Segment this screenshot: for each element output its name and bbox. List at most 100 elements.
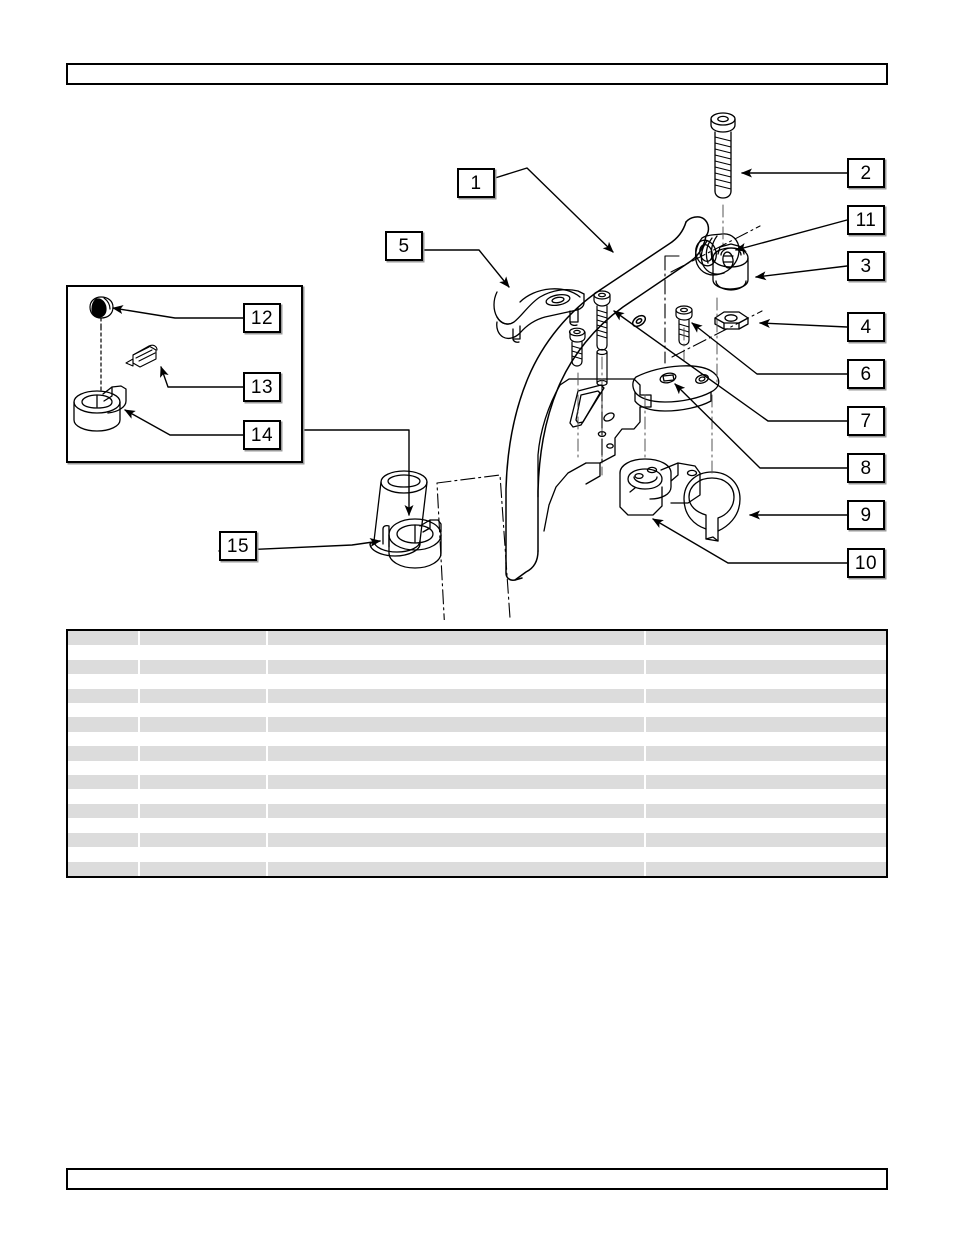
table-cell-item: [68, 688, 140, 704]
table-cell-qty: [140, 674, 268, 689]
table-cell-note: [646, 659, 886, 675]
table-cell-qty: [140, 688, 268, 704]
callout-box-5[interactable]: 5: [385, 231, 423, 261]
pivot-link-plate-part: [632, 365, 720, 412]
callout-box-2[interactable]: 2: [847, 158, 885, 188]
callout-box-4[interactable]: 4: [847, 312, 885, 342]
table-cell-item: [68, 631, 140, 646]
table-cell-note: [646, 717, 886, 732]
table-cell-item: [68, 703, 140, 718]
receiver-socket-bracket-part: [712, 243, 749, 291]
table-row: [68, 659, 886, 675]
detail-set-screw-part: [125, 344, 158, 368]
table-cell-description: [268, 631, 646, 646]
table-row: [68, 847, 886, 862]
table-cell-note: [646, 746, 886, 761]
table-cell-description: [268, 688, 646, 704]
table-cell-note: [646, 760, 886, 776]
table-cell-note: [646, 803, 886, 819]
table-cell-description: [268, 847, 646, 862]
table-cell-qty: [140, 861, 268, 876]
table-cell-item: [68, 760, 140, 776]
detail-inset-frame: [66, 285, 303, 463]
push-handle-tube-part: [505, 216, 710, 581]
table-cell-qty: [140, 731, 268, 747]
table-cell-item: [68, 659, 140, 675]
clamp-half-saddle-part: [683, 471, 741, 542]
callout-box-7[interactable]: 7: [847, 406, 885, 436]
table-cell-note: [646, 688, 886, 704]
table-cell-item: [68, 717, 140, 732]
table-cell-description: [268, 703, 646, 718]
table-row: [68, 760, 886, 776]
table-cell-note: [646, 775, 886, 790]
table-cell-description: [268, 861, 646, 876]
table-cell-note: [646, 703, 886, 718]
table-cell-description: [268, 789, 646, 804]
ribbed-end-cap-grommet-part: [695, 233, 740, 276]
footer-bar: [66, 1168, 888, 1190]
table-cell-qty: [140, 847, 268, 862]
table-cell-description: [268, 775, 646, 790]
callout-box-14[interactable]: 14: [243, 420, 281, 450]
table-cell-item: [68, 861, 140, 876]
alignment-center-lines: [577, 204, 724, 476]
table-cell-qty: [140, 703, 268, 718]
table-cell-description: [268, 803, 646, 819]
table-cell-qty: [140, 789, 268, 804]
table-row: [68, 746, 886, 761]
table-cell-qty: [140, 803, 268, 819]
table-cell-item: [68, 832, 140, 848]
table-row: [68, 674, 886, 689]
table-cell-note: [646, 861, 886, 876]
table-row: [68, 645, 886, 660]
table-row: [68, 631, 886, 646]
parts-table-grid: [68, 631, 886, 876]
table-cell-description: [268, 659, 646, 675]
table-row: [68, 789, 886, 804]
callout-box-1[interactable]: 1: [457, 168, 495, 198]
table-cell-item: [68, 803, 140, 819]
table-cell-note: [646, 645, 886, 660]
table-cell-description: [268, 746, 646, 761]
table-cell-description: [268, 717, 646, 732]
callout-box-13[interactable]: 13: [243, 372, 281, 402]
table-cell-qty: [140, 659, 268, 675]
exploded-assembly-diagram: [73, 112, 848, 620]
callout-box-3[interactable]: 3: [847, 251, 885, 281]
table-cell-item: [68, 731, 140, 747]
header-bar: [66, 63, 888, 85]
table-cell-item: [68, 847, 140, 862]
table-cell-qty: [140, 832, 268, 848]
collar-bushing-exploded-part: [388, 518, 442, 569]
table-cell-note: [646, 789, 886, 804]
callout-box-9[interactable]: 9: [847, 500, 885, 530]
table-cell-description: [268, 832, 646, 848]
table-cell-qty: [140, 818, 268, 833]
callout-box-12[interactable]: 12: [243, 303, 281, 333]
long-socket-head-screw-part: [710, 112, 736, 199]
ergonomic-hand-grip-part: [493, 288, 585, 343]
table-cell-item: [68, 674, 140, 689]
callout-box-11[interactable]: 11: [847, 205, 885, 235]
table-row: [68, 688, 886, 704]
callout-box-6[interactable]: 6: [847, 359, 885, 389]
table-cell-item: [68, 775, 140, 790]
table-cell-qty: [140, 717, 268, 732]
callout-box-8[interactable]: 8: [847, 453, 885, 483]
table-cell-item: [68, 789, 140, 804]
parts-table-body: [68, 631, 886, 876]
table-cell-note: [646, 847, 886, 862]
table-cell-qty: [140, 631, 268, 646]
callout-box-10[interactable]: 10: [847, 548, 885, 578]
table-cell-qty: [140, 760, 268, 776]
table-cell-note: [646, 631, 886, 646]
table-cell-description: [268, 645, 646, 660]
table-cell-description: [268, 818, 646, 833]
table-row: [68, 832, 886, 848]
callout-box-15[interactable]: 15: [219, 531, 257, 561]
table-cell-qty: [140, 746, 268, 761]
phantom-position-outline: [436, 474, 511, 620]
leader-lines: [112, 167, 848, 564]
